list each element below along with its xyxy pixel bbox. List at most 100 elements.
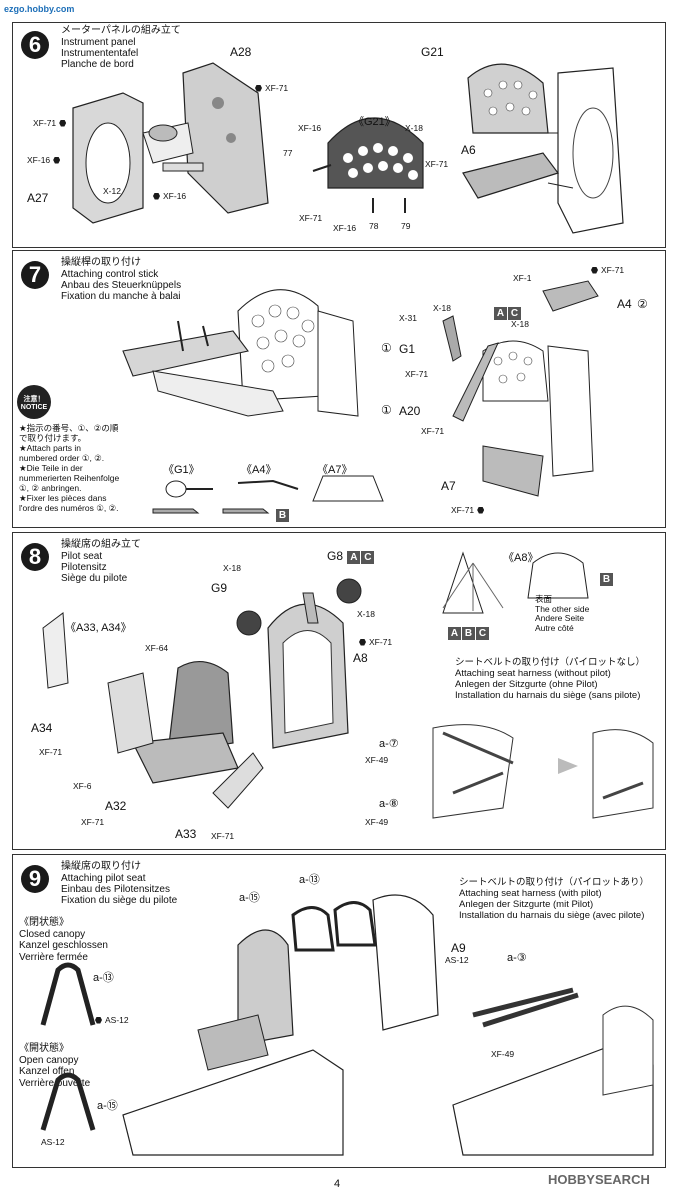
step-title-en: Pilot seat [61,551,103,562]
paint-code: XF-71 [33,118,67,128]
paint-code: XF-64 [145,643,169,653]
paint-chip-icon [477,506,485,514]
paint-code: XF-16 [27,155,61,165]
paint-code: XF-6 [73,781,92,791]
paint-code: XF-49 [491,1049,515,1059]
part-a6-label: A6 [461,143,476,157]
paint-code: XF-71 [421,426,445,436]
paint-code: AS-12 [445,955,469,965]
site-watermark: ezgo.hobby.com [4,4,75,14]
part-a28-label: A28 [230,45,252,59]
step-title-en: Instrument panel [61,37,136,48]
decal-a13: a-⑬ [299,874,320,886]
detail-g1-label: 《G1》 [163,464,200,476]
decal-79: 79 [401,221,411,231]
seat-harness-heading: シートベルトの取り付け（パイロットなし） Attaching seat harn… [455,657,646,701]
decal-a8: a-⑧ [379,798,399,810]
fuselage-drawing [40,894,654,1156]
paint-code: XF-71 [81,817,105,827]
paint-code: AS-12 [41,1137,65,1147]
footer-brand: HOBBYSEARCH [548,1172,650,1187]
seat-harness-heading: シートベルトの取り付け（パイロットあり） Attaching seat harn… [459,877,650,921]
paint-code: AS-12 [95,1015,129,1025]
control-stick-drawing [122,280,599,514]
step-title-de: Einbau des Pilotensitzes [61,884,170,895]
decal-a13: a-⑬ [93,972,114,984]
step-title-jp: 操縦席の組み立て [61,539,141,550]
paint-chip-icon [153,192,160,200]
paint-chip-icon [359,638,366,646]
paint-code: XF-49 [365,817,389,827]
decal-77: 77 [283,148,293,158]
closed-canopy-heading: 《閉状態》 Closed canopy Kanzel geschlossen V… [19,917,108,963]
part-a27-label: A27 [27,191,49,205]
decal-a15: a-⑮ [239,892,260,904]
paint-chip-icon [591,266,598,274]
part-a34-label: A34 [31,721,53,735]
step-title-fr: Fixation du manche à balai [61,291,181,302]
step-title-jp: 操縦桿の取り付け [61,257,141,268]
part-g1-label: G1 [399,342,416,356]
step-title-de: Anbau des Steuerknüppels [61,280,182,291]
part-a7-label: A7 [441,479,456,493]
step-9-panel: 9 操縦席の取り付け Attaching pilot seat Einbau d… [12,854,666,1168]
paint-code: XF-16 [333,223,357,233]
pilot-seat-drawing [42,551,654,819]
step-order-1: ① [381,403,392,417]
notice-text: ★指示の番号、①、②の順 で取り付けます。 ★Attach parts in n… [19,423,120,513]
paint-code: X-18 [511,319,529,329]
detail-a4-label: 《A4》 [241,464,277,476]
paint-chip-icon [59,119,67,127]
paint-code: XF-71 [405,369,429,379]
paint-code: XF-71 [299,213,323,223]
paint-code: X-18 [405,123,423,133]
decal-a15: a-⑮ [97,1100,118,1112]
paint-code: X-18 [357,609,375,619]
part-tree-box-b: B [599,569,613,587]
step-order-2: ② [637,297,648,311]
paint-code: X-31 [399,313,417,323]
part-a4-label: A4 [617,297,632,311]
part-a9-label: A9 [451,941,466,955]
paint-code: XF-71 [359,637,392,647]
step-title-jp: メーターパネルの組み立て [61,25,181,36]
instrument-panel-frame-drawing [72,62,624,234]
part-a20-label: A20 [399,404,421,418]
paint-chip-icon [53,156,61,164]
step-number: 7 [21,261,49,289]
decal-a3: a-③ [507,952,527,964]
part-g21-label: G21 [421,45,444,59]
step-title-fr: Fixation du siège du pilote [61,895,178,906]
paint-code: XF-16 [298,123,322,133]
paint-code: X-18 [223,563,241,573]
part-a32-label: A32 [105,799,127,813]
decal-a7: a-⑦ [379,738,399,750]
paint-code: X-18 [433,303,451,313]
step-title-fr: Planche de bord [61,59,134,70]
part-a8-label: A8 [353,651,368,665]
paint-code: XF-49 [365,755,389,765]
part-g9-label: G9 [211,581,228,595]
paint-code: XF-71 [425,159,449,169]
detail-a7-label: 《A7》 [317,464,353,476]
paint-code: X-12 [103,186,121,196]
step-title-jp: 操縦席の取り付け [61,861,141,872]
part-tree-box-b: B [275,505,289,523]
step-title-de: Pilotensitz [61,562,107,573]
step-title-fr: Siège du pilote [61,573,128,584]
paint-code: XF-71 [591,265,624,275]
paint-chip-icon [255,84,262,92]
paint-code: XF-1 [513,273,532,283]
step-number: 8 [21,543,49,571]
step-title-de: Instrumententafel [61,48,139,59]
paint-code: XF-71 [39,747,63,757]
step-7-panel: 7 操縦桿の取り付け Attaching control stick Anbau… [12,250,666,528]
paint-code: XF-16 [153,191,186,201]
part-a33-label: A33 [175,827,197,841]
step-title-en: Attaching control stick [61,269,159,280]
paint-chip-icon [95,1016,102,1024]
page-number: 4 [334,1178,341,1190]
